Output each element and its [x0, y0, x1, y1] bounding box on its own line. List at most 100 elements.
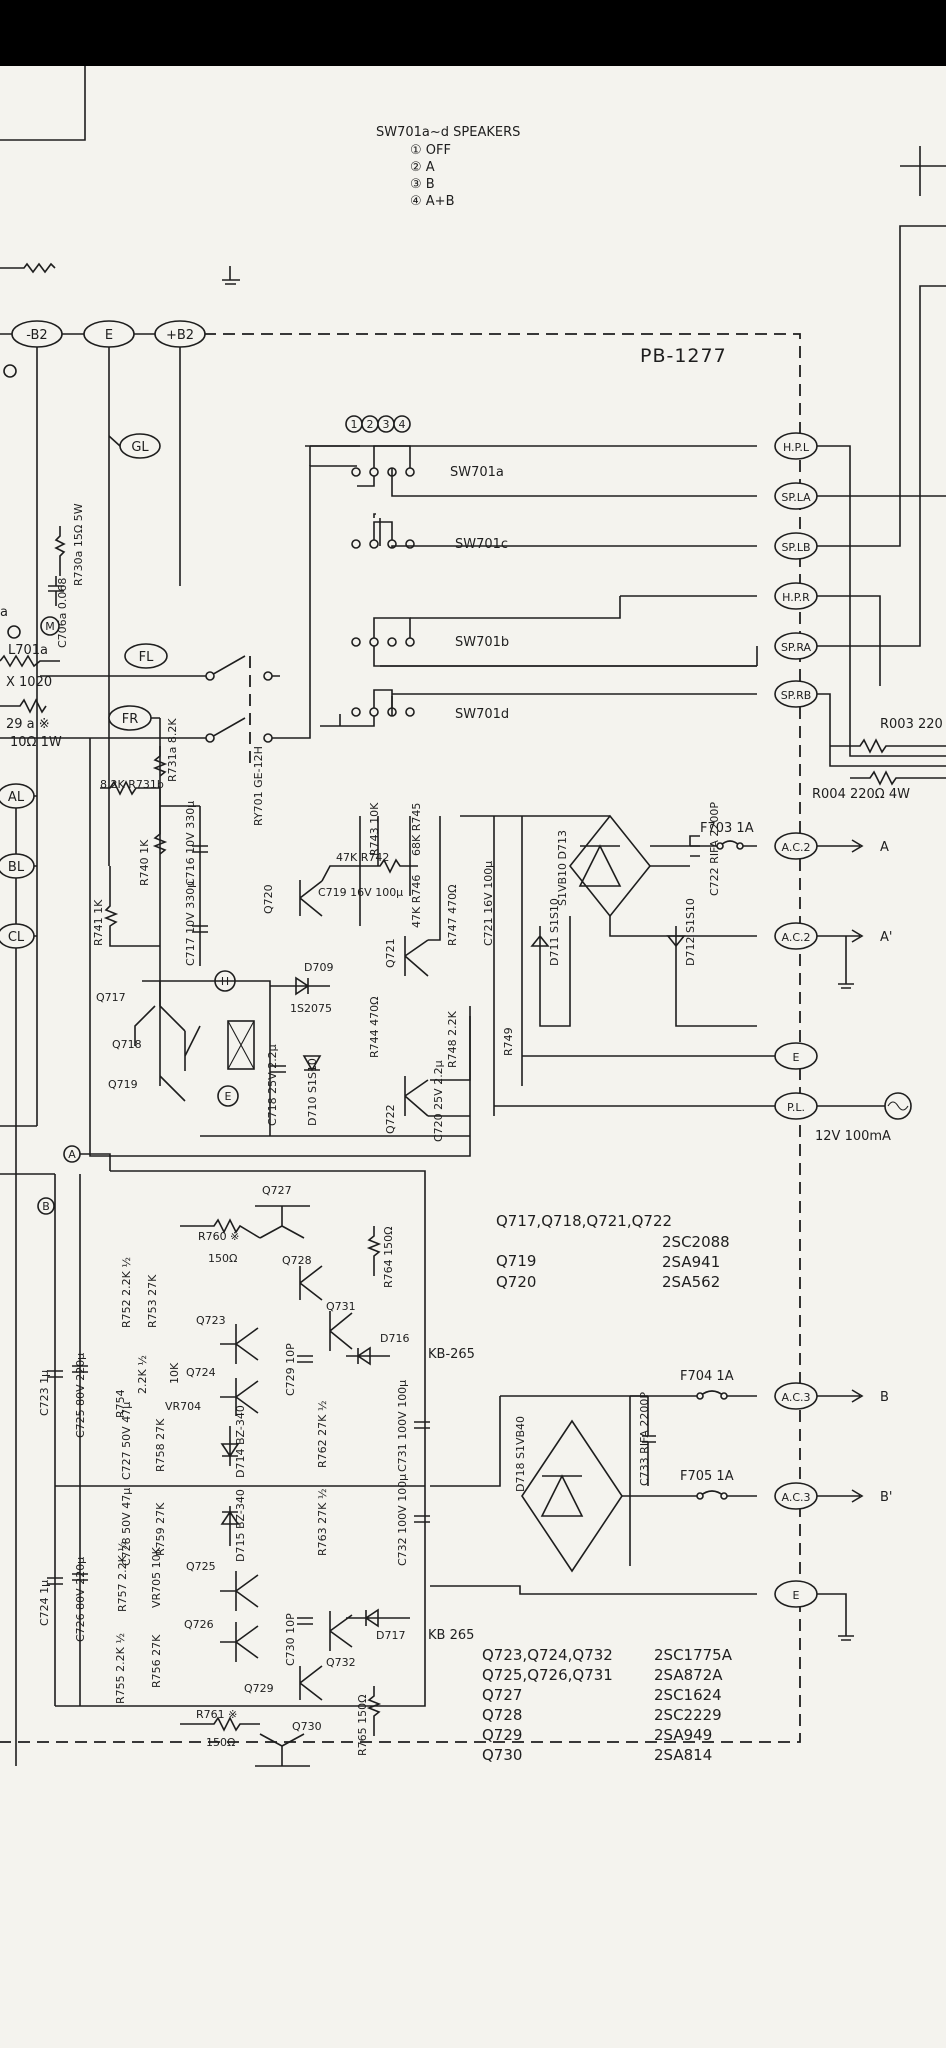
terminal-fl-label: FL — [139, 650, 154, 665]
inductor-l701a — [0, 654, 60, 668]
r003-label: R003 220 — [880, 717, 943, 732]
transistor-q721[interactable] — [404, 936, 429, 977]
position-4: 4 — [399, 418, 406, 431]
transistor-q731[interactable] — [329, 1311, 353, 1351]
transistor-q729[interactable] — [299, 1665, 323, 1701]
arrow-a-prime-label: A' — [880, 930, 892, 945]
cap-c723 — [47, 1370, 63, 1378]
r731a-label: R731a 8.2K — [166, 718, 179, 782]
terminal-ac2-b-label: A.C.2 — [781, 931, 810, 944]
r754-value: 2.2K ½ — [136, 1355, 149, 1394]
switch-sw701a[interactable]: SW701a — [351, 445, 504, 487]
q724-label: Q724 — [186, 1366, 216, 1379]
darlington-q717-q719 — [142, 980, 186, 1102]
switch-sw701c[interactable]: SW701c — [351, 513, 508, 552]
transistor-q723[interactable] — [220, 1324, 259, 1364]
table2-row6-name: Q730 — [482, 1746, 522, 1764]
transistor-q724[interactable] — [220, 1378, 259, 1416]
r729a-label: 29 a ※ — [6, 717, 50, 732]
zener-d715 — [220, 1506, 240, 1546]
r758-label: R758 27K — [154, 1418, 167, 1472]
splb-wire — [379, 518, 757, 548]
terminal-ac3-b-prime-label: A.C.3 — [781, 1491, 810, 1504]
terminal-ac3-b-label: A.C.3 — [781, 1391, 810, 1404]
d716-label: D716 — [380, 1332, 409, 1345]
terminal-e-mid-label: E — [793, 1051, 800, 1064]
q722-wires — [428, 816, 471, 1117]
terminal-e-relay-label: E — [225, 1090, 232, 1103]
bridge-d718-diode — [540, 1474, 584, 1517]
position-3: 3 — [383, 418, 390, 431]
terminal-hpl-label: H.P.L — [783, 441, 810, 454]
fuse-f705-a — [696, 1492, 704, 1500]
table2-row3-name: Q727 — [482, 1686, 522, 1704]
terminal-small-left-2[interactable] — [7, 625, 21, 639]
diode-d710 — [302, 1055, 322, 1072]
transistor-q726[interactable] — [220, 1622, 259, 1662]
terminal-e-relay[interactable] — [217, 1085, 239, 1107]
ry701-label: RY701 GE-12H — [252, 746, 265, 826]
schematic-diagram[interactable]: SW701a~d SPEAKERS ① OFF ② A ③ B ④ A+B -B… — [0, 66, 946, 2048]
table1-row4-part: 2SA562 — [662, 1273, 720, 1291]
ac2b-wire — [609, 916, 757, 937]
sw701c-contacts — [373, 513, 393, 540]
q728-label: Q728 — [282, 1254, 312, 1267]
cap-c726 — [72, 1573, 88, 1581]
c706a-label: C706a 0.068 — [56, 578, 69, 648]
transistor-q722[interactable] — [404, 1076, 429, 1117]
left-terminal-column: AL BL CL A B — [0, 783, 111, 1766]
legend-item-ab: ④ A+B — [410, 194, 455, 209]
r004-label: R004 220Ω 4W — [812, 787, 910, 802]
table1-row1-name: Q717,Q718,Q721,Q722 — [496, 1212, 672, 1230]
terminal-fl[interactable] — [124, 643, 168, 669]
resistor-r731b — [100, 780, 160, 796]
relay-contact-fl-a — [205, 671, 215, 681]
r743-label: R743 10K — [368, 802, 381, 856]
diode-d717 — [346, 1608, 410, 1628]
lamp-label: 12V 100mA — [815, 1129, 891, 1144]
table1-row3-part: 2SA941 — [662, 1253, 720, 1271]
arrow-b-prime — [817, 1489, 864, 1503]
terminal-ac2-a-label: A.C.2 — [781, 841, 810, 854]
sw701a-label: SW701a — [450, 465, 504, 480]
r740-label: R740 1K — [138, 839, 151, 886]
c728-label: C728 50V 47μ — [120, 1488, 133, 1566]
r749-label: R749 — [502, 1027, 515, 1056]
regulator-frame — [54, 1170, 426, 1707]
cap-c730 — [297, 1617, 313, 1625]
c723-label: C723 1μ — [38, 1370, 51, 1416]
sw-route-a — [309, 445, 360, 466]
d712-label: D712 S1S10 — [684, 898, 697, 966]
table2-row2-name: Q725,Q726,Q731 — [482, 1666, 613, 1684]
c726-label: C726 80V 220μ — [74, 1557, 87, 1642]
terminal-small-left-1[interactable] — [3, 364, 17, 378]
r764-label: R764 150Ω — [382, 1226, 395, 1288]
upper-power-supply: S1VB10 D713 C722 RIFA 2200P F703 1A D711… — [460, 802, 912, 1144]
transistor-q730[interactable] — [255, 1733, 310, 1767]
hpl-out-wire — [817, 445, 946, 757]
schematic-page: SW701a~d SPEAKERS ① OFF ② A ③ B ④ A+B -B… — [0, 66, 946, 2048]
r730a-label: R730a 15Ω 5W — [72, 503, 85, 586]
ground-ac2b — [838, 936, 854, 989]
spra-wire — [380, 646, 758, 667]
c732-label: C732 100V 100μ — [396, 1474, 409, 1566]
fuse-f703-a — [716, 842, 724, 850]
q719-label: Q719 — [108, 1078, 138, 1091]
terminal-a-lower-label: A — [68, 1148, 76, 1161]
diode-d716 — [346, 1346, 390, 1366]
terminal-b-lower[interactable] — [37, 1197, 55, 1215]
terminal-m[interactable] — [40, 616, 60, 636]
d715-label: D715 BZ-340 — [234, 1489, 247, 1562]
transistor-q728[interactable] — [299, 1265, 323, 1301]
q729-label: Q729 — [244, 1682, 274, 1695]
switch-sw701b[interactable]: SW701b — [351, 617, 757, 667]
transistor-q727[interactable] — [255, 1205, 310, 1239]
c727-label: C727 50V 47μ — [120, 1402, 133, 1480]
table2-row6-part: 2SA814 — [654, 1746, 712, 1764]
transistor-q732[interactable] — [329, 1611, 353, 1651]
transistor-q725[interactable] — [220, 1571, 259, 1611]
arrow-b-prime-label: B' — [880, 1490, 893, 1505]
r755-label: R755 2.2K ½ — [114, 1633, 127, 1704]
transistor-q720[interactable] — [299, 880, 323, 917]
cap-c722 — [650, 835, 700, 867]
